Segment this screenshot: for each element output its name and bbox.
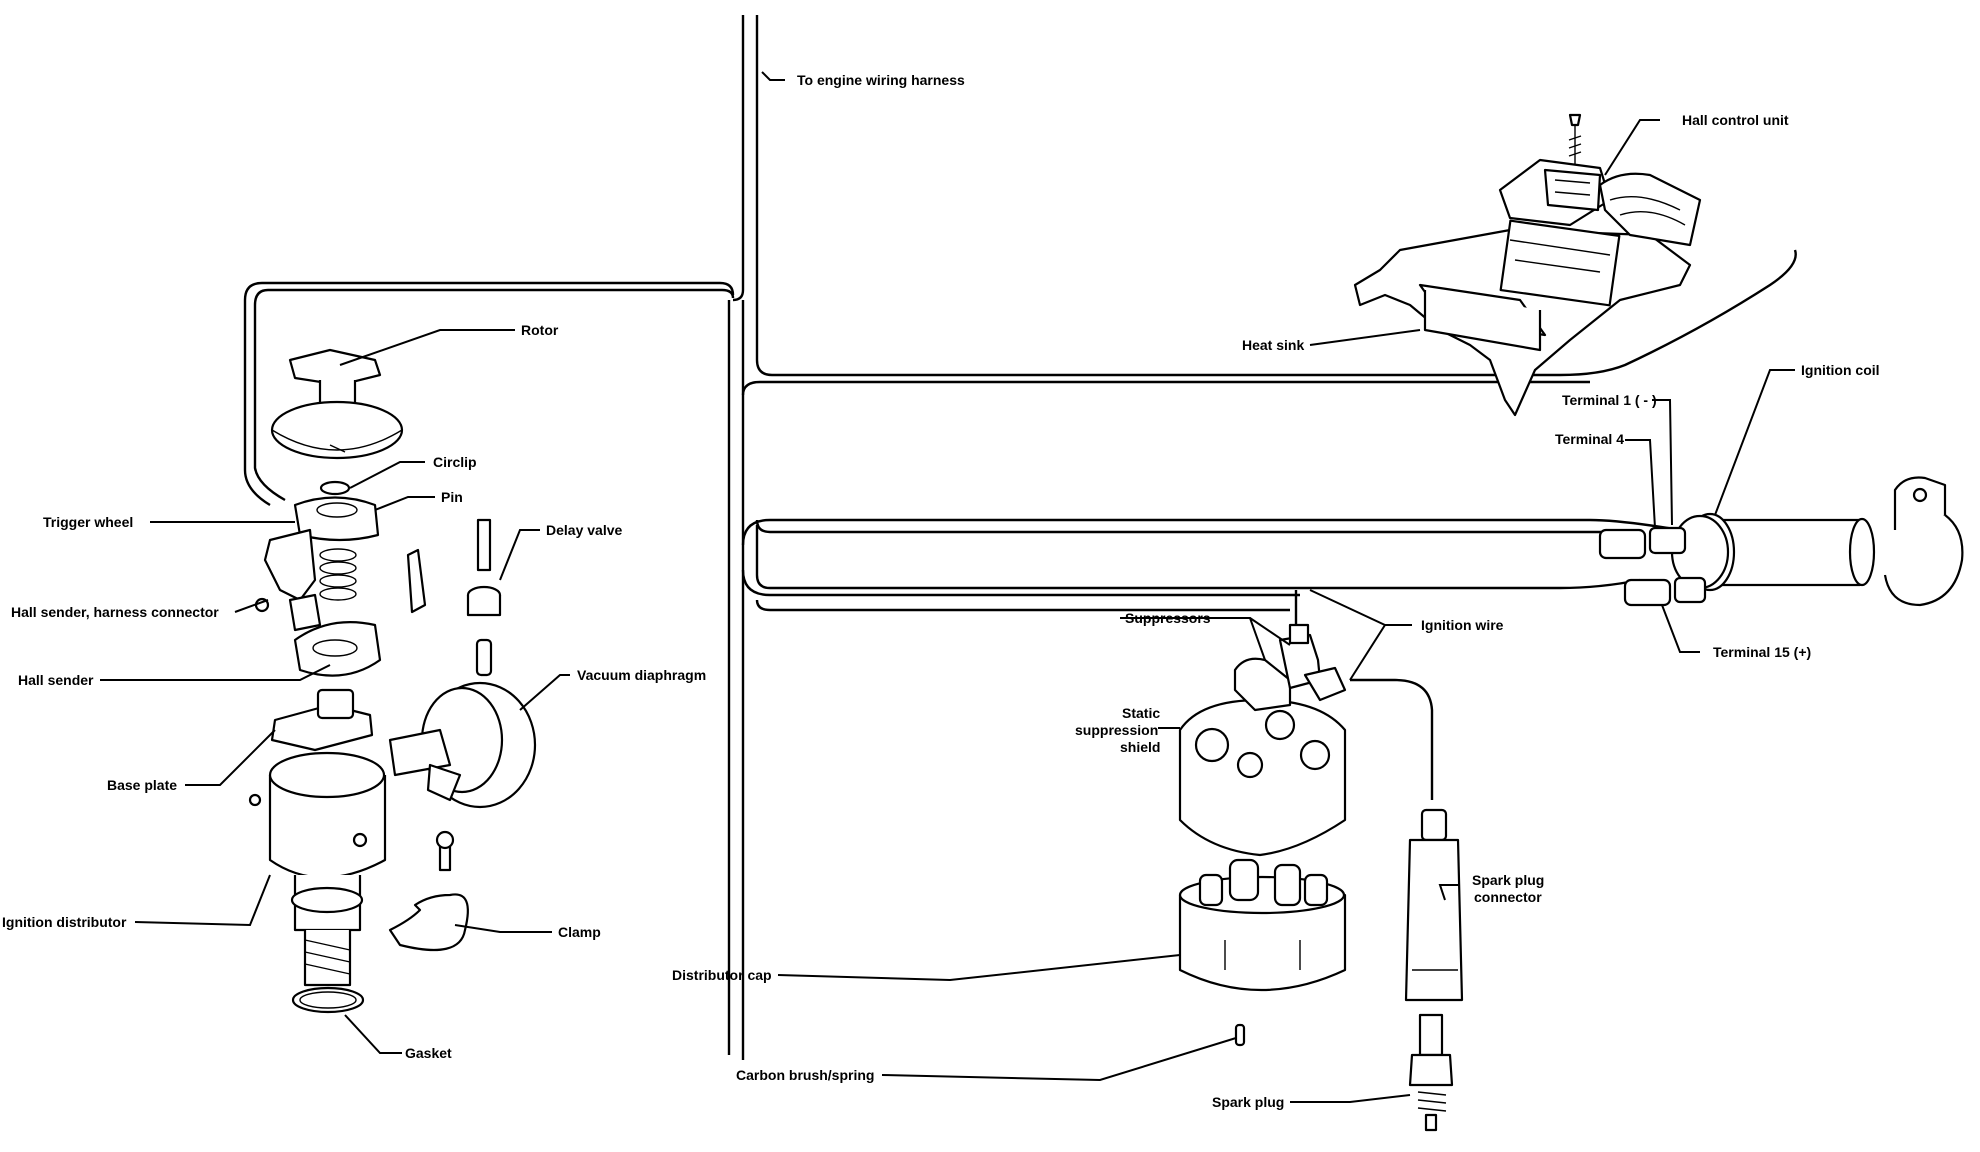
label-rotor: Rotor — [521, 322, 559, 338]
label-circlip: Circlip — [433, 454, 477, 470]
label-terminal-4: Terminal 4 — [1555, 431, 1624, 447]
gasket — [291, 986, 365, 1014]
label-static-suppression-shield-line2: suppression — [1075, 722, 1158, 738]
delay-valve — [406, 518, 502, 677]
circlip — [319, 480, 351, 496]
label-base-plate: Base plate — [107, 777, 177, 793]
label-delay-valve: Delay valve — [546, 522, 622, 538]
rotor — [270, 348, 404, 460]
label-carbon-brush-spring: Carbon brush/spring — [736, 1067, 874, 1083]
base-plate — [270, 688, 374, 752]
label-terminal-1: Terminal 1 ( - ) — [1562, 392, 1657, 408]
hall-sender — [293, 621, 382, 677]
leader-lines — [100, 71, 1795, 1103]
label-hall-sender-harness-connector: Hall sender, harness connector — [11, 604, 219, 620]
label-hall-control-unit: Hall control unit — [1682, 112, 1789, 128]
callout-labels: To engine wiring harness Hall control un… — [2, 72, 1880, 1110]
ignition-distributor — [248, 751, 387, 987]
ignition-wire — [1294, 590, 1434, 800]
distributor-cap-assembly — [1178, 623, 1347, 992]
wiring-harness — [243, 15, 1797, 1060]
label-spark-plug-connector-line2: connector — [1474, 889, 1542, 905]
label-distributor-cap: Distributor cap — [672, 967, 772, 983]
heat-sink — [1353, 219, 1692, 417]
label-static-suppression-shield-line3: shield — [1120, 739, 1160, 755]
label-hall-sender: Hall sender — [18, 672, 94, 688]
label-spark-plug-connector-line1: Spark plug — [1472, 872, 1544, 888]
label-static-suppression-shield-line1: Static — [1122, 705, 1160, 721]
label-suppressors: Suppressors — [1125, 610, 1211, 626]
carbon-brush-spring — [1234, 1023, 1246, 1047]
hall-sender-harness-connector — [254, 528, 322, 632]
label-terminal-15: Terminal 15 (+) — [1713, 644, 1811, 660]
ignition-coil — [1598, 476, 1964, 607]
label-heat-sink: Heat sink — [1242, 337, 1304, 353]
label-ignition-distributor: Ignition distributor — [2, 914, 127, 930]
label-spark-plug: Spark plug — [1212, 1094, 1284, 1110]
hall-control-unit — [1498, 113, 1702, 247]
label-clamp: Clamp — [558, 924, 601, 940]
vacuum-diaphragm — [388, 681, 537, 809]
label-pin: Pin — [441, 489, 463, 505]
label-gasket: Gasket — [405, 1045, 452, 1061]
label-vacuum-diaphragm: Vacuum diaphragm — [577, 667, 706, 683]
spring — [319, 548, 357, 601]
clamp — [388, 830, 469, 952]
trigger-wheel — [293, 496, 380, 542]
label-trigger-wheel: Trigger wheel — [43, 514, 133, 530]
spark-plug — [1408, 1013, 1454, 1132]
label-ignition-coil: Ignition coil — [1801, 362, 1880, 378]
spark-plug-connector — [1404, 808, 1464, 1002]
label-to-engine-wiring-harness: To engine wiring harness — [797, 72, 965, 88]
label-ignition-wire: Ignition wire — [1421, 617, 1504, 633]
